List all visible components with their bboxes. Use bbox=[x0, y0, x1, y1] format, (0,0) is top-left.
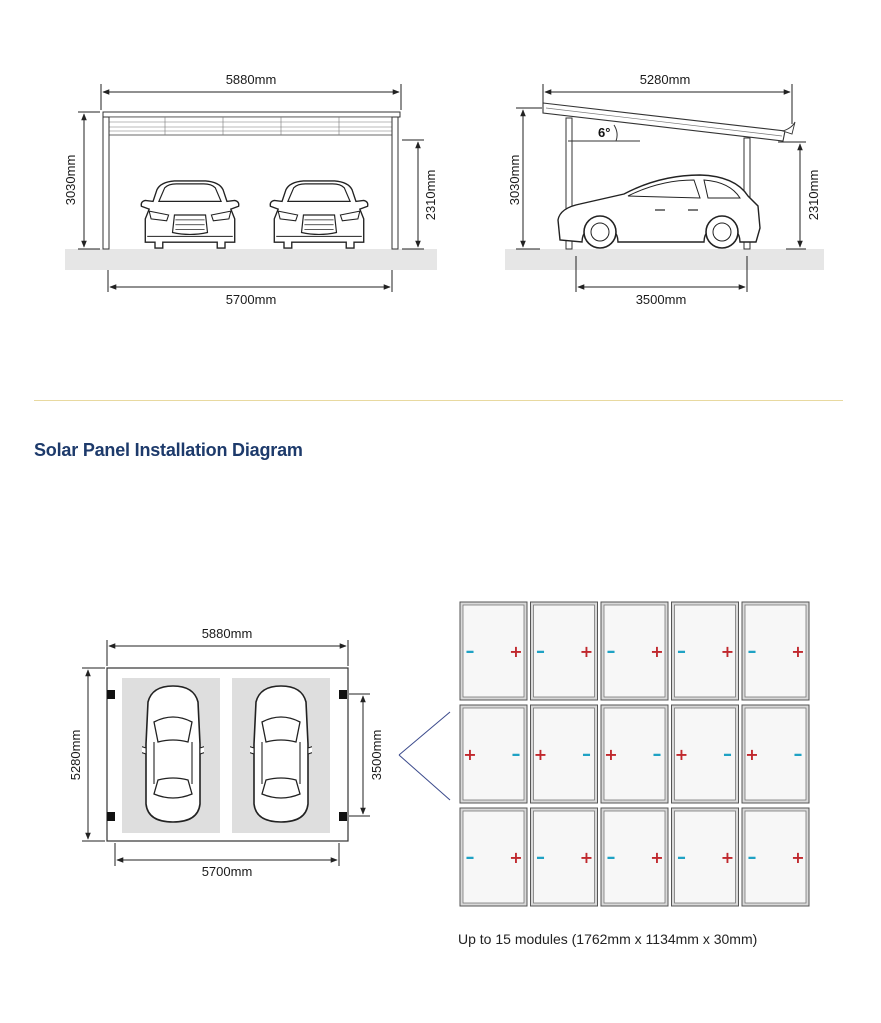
side-width-top-label: 5280mm bbox=[640, 72, 691, 87]
positive-terminal-icon: + bbox=[791, 642, 804, 661]
solar-module-glass bbox=[462, 604, 525, 698]
car-front-right bbox=[269, 180, 369, 249]
front-ground bbox=[65, 249, 437, 270]
negative-terminal-icon: – bbox=[536, 641, 545, 662]
plan-post-br bbox=[339, 812, 347, 821]
solar-module-glass bbox=[674, 604, 736, 698]
module-grid: –+–+–+–+–++–+–+–+–+––+–+–+–+–+ bbox=[459, 601, 810, 907]
front-roof-panels bbox=[106, 116, 398, 136]
front-roof bbox=[102, 111, 401, 118]
solar-module-glass bbox=[603, 604, 666, 698]
negative-terminal-icon: – bbox=[466, 847, 475, 868]
positive-terminal-icon: + bbox=[721, 848, 734, 867]
plan-depth-posts-label: 3500mm bbox=[369, 730, 384, 781]
negative-terminal-icon: – bbox=[748, 847, 757, 868]
side-view: 6° 5280mm 3500mm 3030mm 23 bbox=[505, 72, 824, 307]
positive-terminal-icon: + bbox=[650, 848, 663, 867]
front-height-total-label: 3030mm bbox=[63, 155, 78, 206]
negative-terminal-icon: – bbox=[536, 847, 545, 868]
side-post-left bbox=[565, 117, 573, 250]
positive-terminal-icon: + bbox=[721, 642, 734, 661]
negative-terminal-icon: – bbox=[677, 641, 686, 662]
front-height-clear-label: 2310mm bbox=[423, 170, 438, 221]
solar-module-glass bbox=[674, 707, 736, 801]
solar-module-glass bbox=[744, 707, 807, 801]
positive-terminal-icon: + bbox=[580, 642, 593, 661]
positive-terminal-icon: + bbox=[509, 848, 522, 867]
plan-width-bottom-label: 5700mm bbox=[202, 864, 253, 879]
solar-module-glass bbox=[462, 707, 525, 801]
side-ground bbox=[505, 249, 824, 270]
negative-terminal-icon: – bbox=[748, 641, 757, 662]
modules-caption: Up to 15 modules (1762mm x 1134mm x 30mm… bbox=[458, 931, 758, 947]
side-width-bottom-label: 3500mm bbox=[636, 292, 687, 307]
positive-terminal-icon: + bbox=[604, 745, 617, 764]
car-top-right bbox=[250, 685, 312, 823]
negative-terminal-icon: – bbox=[723, 744, 732, 765]
solar-module-glass bbox=[462, 810, 525, 904]
car-front-left bbox=[140, 180, 240, 249]
front-post-left bbox=[102, 116, 110, 250]
negative-terminal-icon: – bbox=[466, 641, 475, 662]
positive-terminal-icon: + bbox=[580, 848, 593, 867]
negative-terminal-icon: – bbox=[607, 641, 616, 662]
solar-module-glass bbox=[603, 707, 666, 801]
positive-terminal-icon: + bbox=[791, 848, 804, 867]
solar-module-glass bbox=[744, 604, 807, 698]
front-width-bottom-label: 5700mm bbox=[226, 292, 277, 307]
plan-post-tr bbox=[339, 690, 347, 699]
plan-post-tl bbox=[107, 690, 115, 699]
side-height-total-label: 3030mm bbox=[507, 155, 522, 206]
positive-terminal-icon: + bbox=[650, 642, 663, 661]
plan-depth-total-label: 5280mm bbox=[68, 730, 83, 781]
positive-terminal-icon: + bbox=[534, 745, 547, 764]
solar-module-glass bbox=[533, 707, 595, 801]
section-title: Solar Panel Installation Diagram bbox=[34, 440, 303, 460]
car-top-left bbox=[142, 685, 204, 823]
positive-terminal-icon: + bbox=[675, 745, 688, 764]
front-post-right bbox=[391, 116, 399, 250]
side-angle-label: 6° bbox=[598, 125, 610, 140]
negative-terminal-icon: – bbox=[512, 744, 521, 765]
solar-module-glass bbox=[533, 810, 595, 904]
front-view: 5880mm 5700mm 3030mm 2310mm bbox=[63, 72, 438, 307]
positive-terminal-icon: + bbox=[745, 745, 758, 764]
solar-module-glass bbox=[674, 810, 736, 904]
side-height-clear-label: 2310mm bbox=[806, 170, 821, 221]
positive-terminal-icon: + bbox=[509, 642, 522, 661]
solar-module-glass bbox=[603, 810, 666, 904]
plan-view: 5880mm 5700mm 5280mm 3500mm bbox=[68, 626, 451, 879]
positive-terminal-icon: + bbox=[463, 745, 476, 764]
negative-terminal-icon: – bbox=[582, 744, 591, 765]
negative-terminal-icon: – bbox=[794, 744, 803, 765]
negative-terminal-icon: – bbox=[653, 744, 662, 765]
car-side bbox=[557, 174, 761, 249]
plan-width-top-label: 5880mm bbox=[202, 626, 253, 641]
section-divider bbox=[34, 400, 843, 401]
plan-post-bl bbox=[107, 812, 115, 821]
solar-module-glass bbox=[533, 604, 595, 698]
negative-terminal-icon: – bbox=[607, 847, 616, 868]
negative-terminal-icon: – bbox=[677, 847, 686, 868]
front-width-top-label: 5880mm bbox=[226, 72, 277, 87]
solar-module-glass bbox=[744, 810, 807, 904]
